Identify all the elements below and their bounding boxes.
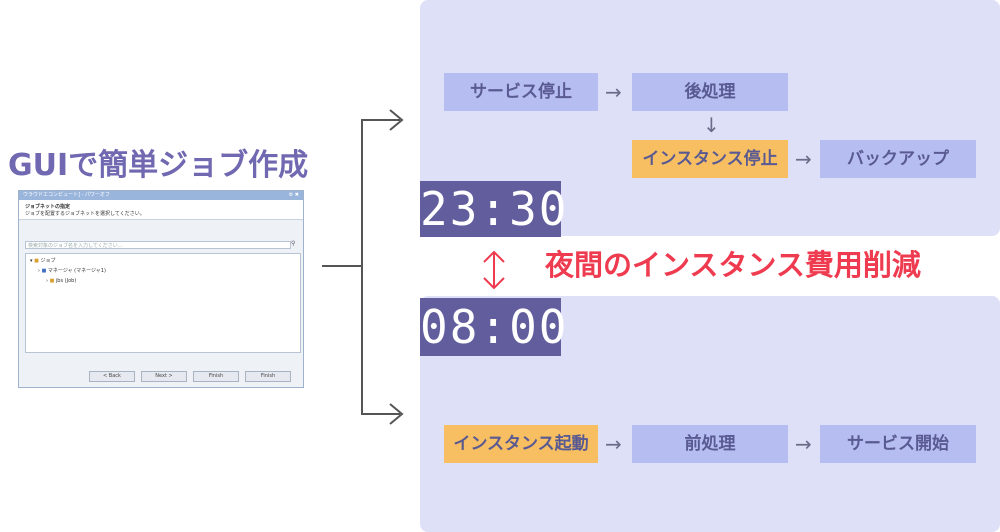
bidirectional-arrow-icon <box>483 250 505 290</box>
window-tree: ▾ ■ ジョブ › ■ マネージャ (マネージャ1) › ■ jbs (Job) <box>25 253 301 353</box>
step-instance-start: インスタンス起動 <box>444 425 598 463</box>
arrow-right-icon: → <box>795 432 812 456</box>
finish-button[interactable]: Finish <box>193 371 239 382</box>
tree-item[interactable]: › ■ マネージャ (マネージャ1) <box>38 268 106 274</box>
search-icon[interactable]: ⚲ <box>291 240 296 247</box>
arrow-right-icon: → <box>605 432 622 456</box>
step-service-start: サービス開始 <box>820 425 976 463</box>
window-titlebar: ウラウドエコンピュート] - パワーオフ <box>19 191 303 200</box>
next-button[interactable]: Next > <box>141 371 187 382</box>
window-buttons: < Back Next > Finish Finish <box>89 371 297 382</box>
arrow-right-icon: → <box>605 80 622 104</box>
step-service-stop: サービス停止 <box>444 73 598 111</box>
job-window-thumbnail: ウラウドエコンピュート] - パワーオフ ⚙ ✖ ジョブネットの指定 ジョブを配… <box>18 190 304 388</box>
arrow-right-icon: → <box>795 147 812 171</box>
clock-start-time: 08:00 <box>420 298 569 356</box>
window-subheading: ジョブを配置するジョブネットを選択してください。 <box>25 211 145 217</box>
step-post-process: 後処理 <box>632 73 788 111</box>
back-button[interactable]: < Back <box>89 371 135 382</box>
step-pre-process: 前処理 <box>632 425 788 463</box>
arrow-down-icon: ↓ <box>703 113 720 137</box>
gui-title: GUIで簡単ジョブ作成 <box>8 148 309 183</box>
step-backup: バックアップ <box>820 140 976 178</box>
tree-item[interactable]: ▾ ■ ジョブ <box>30 258 56 264</box>
cost-reduction-headline: 夜間のインスタンス費用削減 <box>545 248 921 282</box>
window-header: ジョブネットの指定 ジョブを配置するジョブネットを選択してください。 <box>19 200 303 220</box>
finish-button-2[interactable]: Finish <box>245 371 291 382</box>
window-heading: ジョブネットの指定 <box>25 204 71 210</box>
window-search-input[interactable]: 検索対象のジョブ名を入力してください... <box>25 241 291 249</box>
tree-item[interactable]: › ■ jbs (Job) <box>46 278 77 284</box>
step-instance-stop: インスタンス停止 <box>632 140 788 178</box>
window-controls[interactable]: ⚙ ✖ <box>288 192 299 198</box>
clock-stop-time: 23:30 <box>420 181 569 237</box>
